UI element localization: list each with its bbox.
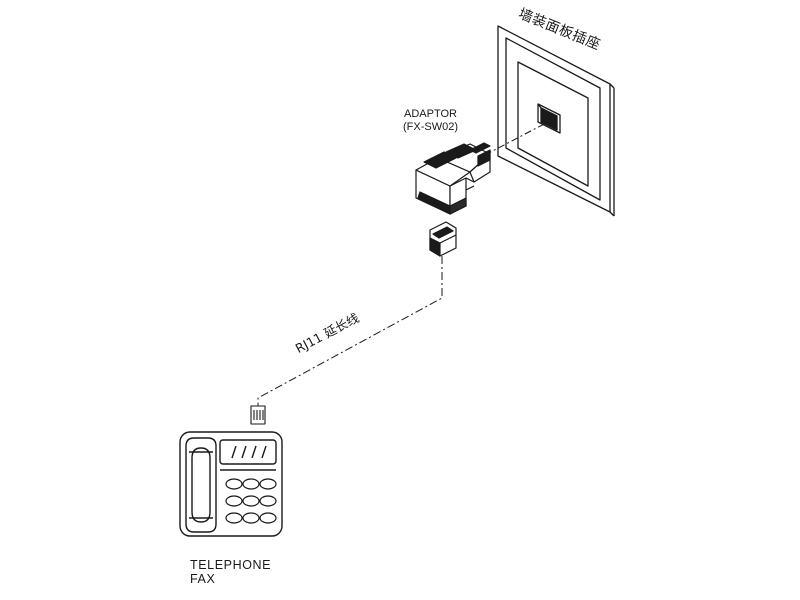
rj11-extension-cable (257, 256, 443, 406)
adaptor-device (415, 142, 491, 215)
alignment-line (484, 121, 549, 156)
telephone-label: TELEPHONE (190, 558, 272, 572)
adaptor-label-model: (FX-SW02) (403, 120, 458, 133)
telephone-keypad (225, 478, 277, 524)
wall-panel-socket (497, 25, 615, 217)
rj11-plug-upper (429, 221, 457, 257)
fax-label: FAX (190, 572, 216, 587)
telephone-fax-device (179, 431, 283, 537)
socket-opening (537, 103, 561, 134)
telephone-fax-label: TELEPHONE FAX (190, 558, 271, 587)
adaptor-label-name: ADAPTOR (404, 108, 457, 120)
adaptor-label: ADAPTOR (FX-SW02) (403, 108, 458, 133)
rj11-plug-lower (250, 405, 266, 425)
